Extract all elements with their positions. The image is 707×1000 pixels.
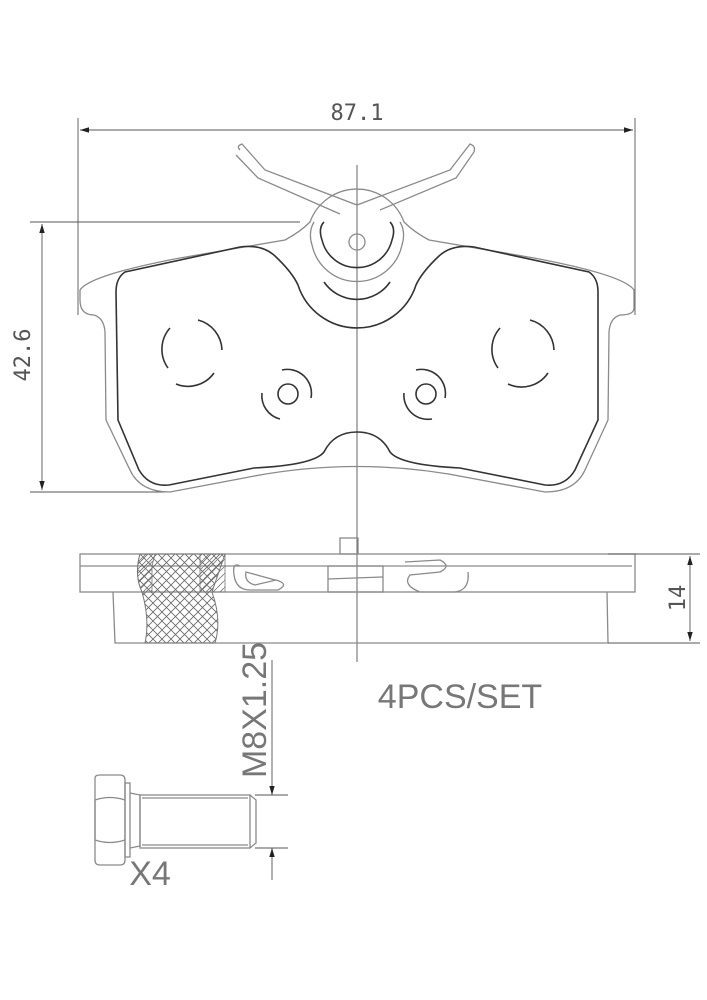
bolt-thread-label: M8X1.25 <box>236 642 274 778</box>
friction-pad-outline <box>115 245 599 487</box>
spring-clip <box>235 143 476 215</box>
side-view: 14 <box>79 537 700 644</box>
backing-plate-outline <box>79 188 635 493</box>
width-label: 87.1 <box>331 101 384 126</box>
width-dimension: 87.1 <box>77 101 636 315</box>
set-quantity-label: 4PCS/SET <box>378 678 542 716</box>
height-dimension: 42.6 <box>11 221 300 493</box>
hole-features <box>161 319 555 421</box>
bolt-drawing: M8X1.25 X4 <box>94 642 288 893</box>
bolt-quantity-label: X4 <box>129 855 171 893</box>
pivot-boss <box>309 221 405 301</box>
height-label: 42.6 <box>11 329 36 382</box>
thickness-label: 14 <box>666 585 691 612</box>
